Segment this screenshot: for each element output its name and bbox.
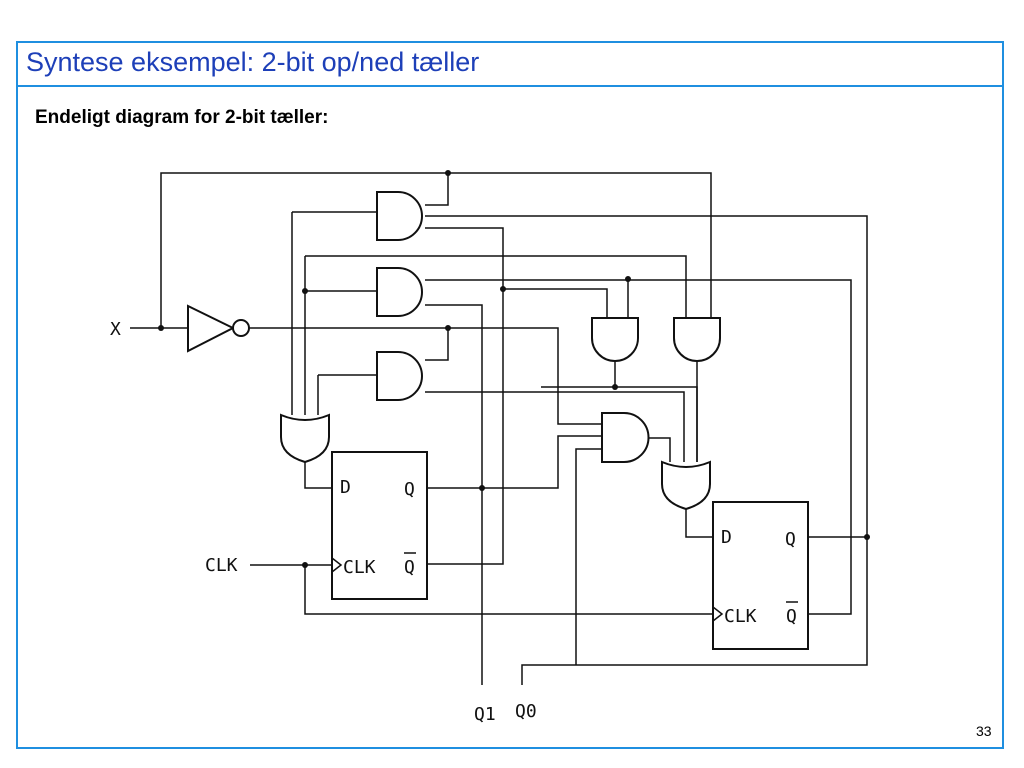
page-number: 33 — [976, 723, 992, 739]
junction-dot — [500, 286, 506, 292]
ff0-q-label: Q — [785, 529, 796, 550]
flipflop-1: D Q CLK Q — [331, 451, 428, 600]
junction-dot — [612, 384, 618, 390]
ff1-d-label: D — [340, 477, 351, 498]
junction-dot — [302, 288, 308, 294]
x-input-label: X — [110, 319, 121, 340]
q0-output-label: Q0 — [515, 701, 537, 722]
q1-output-label: Q1 — [474, 704, 496, 725]
and-gate-right-2 — [673, 317, 721, 362]
not-gate — [187, 304, 250, 353]
ff1-clk-label: CLK — [343, 557, 376, 578]
junction-dot — [158, 325, 164, 331]
wires — [130, 172, 868, 685]
clk-input-label: CLK — [205, 555, 238, 576]
or-gate-0 — [661, 460, 711, 511]
ff1-qbar-label: Q — [404, 557, 415, 578]
junction-dot — [445, 325, 451, 331]
or-gate-1 — [280, 413, 330, 464]
and-gate-top — [376, 191, 423, 241]
and-gate-bottom — [601, 412, 650, 463]
ff0-qbar-label: Q — [786, 606, 797, 627]
junction-dot — [445, 170, 451, 176]
ff1-q-label: Q — [404, 479, 415, 500]
junction-dot — [625, 276, 631, 282]
and-gate-lower — [376, 351, 423, 401]
slide-frame — [16, 41, 1004, 749]
junction-dot — [479, 485, 485, 491]
slide-title: Syntese eksempel: 2-bit op/ned tæller — [26, 47, 480, 77]
flipflop-0: D Q CLK Q — [712, 501, 809, 650]
junction-dot — [302, 562, 308, 568]
and-gate-middle — [376, 267, 423, 317]
slide-subtitle: Endeligt diagram for 2-bit tæller: — [35, 107, 329, 128]
ff0-d-label: D — [721, 527, 732, 548]
title-bar: Syntese eksempel: 2-bit op/ned tæller — [16, 41, 1004, 87]
junction-dots — [158, 170, 870, 568]
ff0-clk-label: CLK — [724, 606, 757, 627]
and-gate-right-1 — [591, 317, 639, 362]
junction-dot — [864, 534, 870, 540]
